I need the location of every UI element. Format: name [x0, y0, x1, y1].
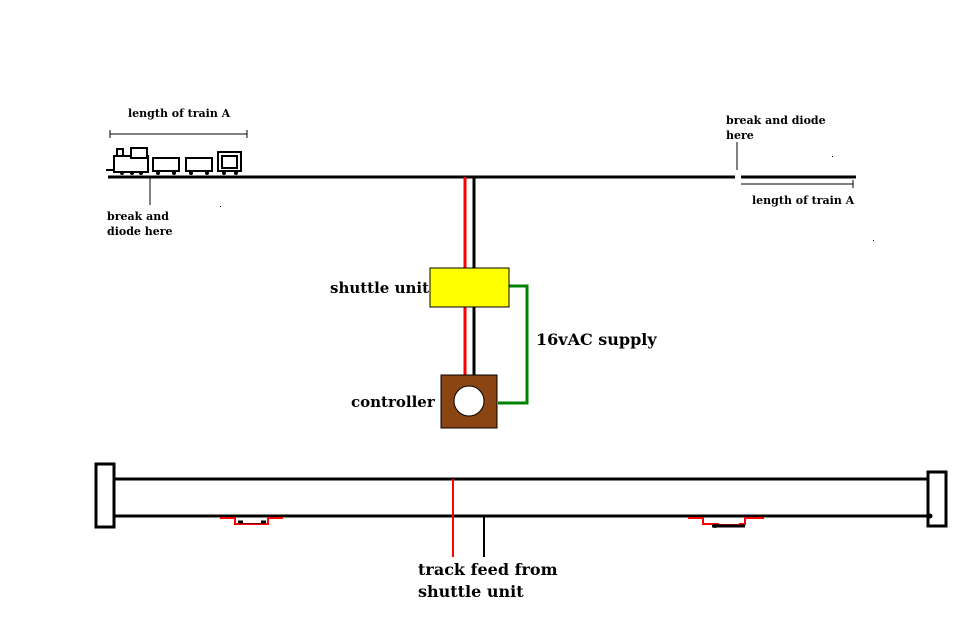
wagon-icon-2 — [185, 157, 213, 175]
lower-track — [94, 462, 948, 529]
train-length-label-left: length of train A — [128, 107, 231, 120]
stray-dots — [220, 156, 874, 241]
break-diode-callout-left: break and diode here — [107, 177, 173, 238]
break-diode-callout-right: break and diode here — [726, 114, 826, 170]
feed-wires-upper — [463, 177, 476, 268]
break-diode-label-left-line1: break and — [107, 210, 169, 223]
shuttle-unit-label: shuttle unit — [330, 279, 429, 297]
train-length-dimension-right: length of train A — [741, 180, 855, 207]
shuttle-unit-box — [429, 267, 510, 308]
break-diode-label-left-line2: diode here — [107, 225, 173, 238]
break-diode-label-right-line2: here — [726, 129, 754, 142]
diode-symbol-right — [688, 517, 764, 528]
wagon-icon-1 — [152, 157, 180, 175]
supply-label: 16vAC supply — [536, 330, 657, 349]
control-wires — [463, 307, 476, 375]
track-feed-label-line2: shuttle unit — [418, 582, 524, 601]
train-length-dimension-left: length of train A — [109, 107, 248, 138]
upper-track — [108, 170, 856, 184]
supply-wire — [498, 284, 529, 405]
wagon-icon-3 — [217, 151, 242, 175]
track-feed-wires-lower — [452, 479, 485, 557]
track-feed-label-line1: track feed from — [418, 560, 558, 579]
train-a-icon — [106, 147, 242, 175]
break-diode-label-right-line1: break and diode — [726, 114, 826, 127]
diode-symbol-left — [220, 517, 283, 525]
controller-knob-icon — [453, 385, 485, 417]
train-length-label-right: length of train A — [752, 194, 855, 207]
buffer-stop-right — [926, 470, 948, 528]
buffer-stop-left — [94, 462, 116, 529]
controller-label: controller — [351, 393, 436, 411]
locomotive-icon — [106, 147, 149, 175]
